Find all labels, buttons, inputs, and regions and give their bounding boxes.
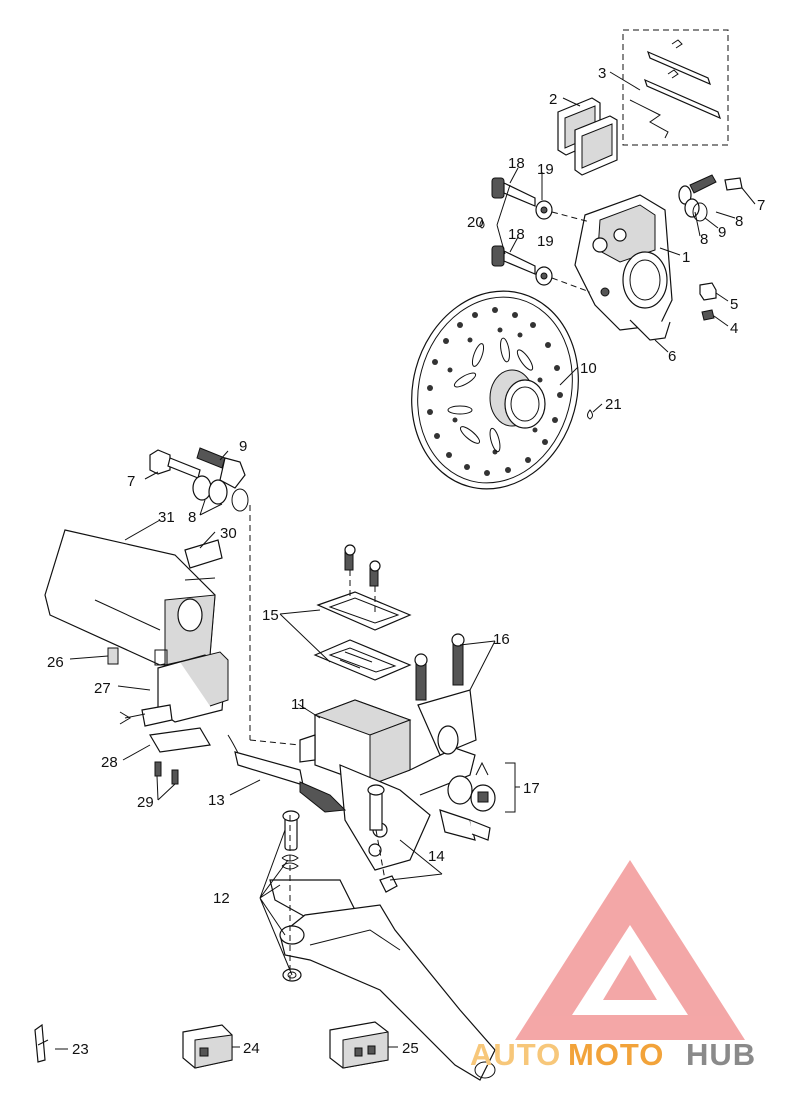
watermark-word-hub: HUB	[686, 1037, 756, 1072]
callout-8c: 8	[700, 231, 708, 248]
brake-caliper	[574, 194, 673, 341]
callout-2: 2	[549, 91, 557, 108]
leader-lines	[55, 71, 756, 1050]
callout-9b: 9	[718, 224, 726, 241]
callout-24: 24	[243, 1040, 260, 1057]
callout-7b: 7	[757, 197, 765, 214]
brake-disc	[411, 290, 579, 490]
callout-9a: 9	[239, 438, 247, 455]
callout-27: 27	[94, 680, 111, 697]
watermark-word-moto: MOTO	[568, 1037, 664, 1072]
callout-1: 1	[682, 249, 690, 266]
callout-20: 20	[467, 214, 484, 231]
callout-29: 29	[137, 794, 154, 811]
callout-19a: 19	[537, 161, 554, 178]
connector-housing-large	[329, 1021, 389, 1069]
callout-6: 6	[668, 348, 676, 365]
callout-31: 31	[158, 509, 175, 526]
brake-pads	[557, 97, 618, 176]
callout-8b: 8	[735, 213, 743, 230]
callout-11: 11	[291, 696, 307, 713]
callout-10: 10	[580, 360, 597, 377]
banjo-fitting-lower	[149, 447, 301, 746]
callout-3: 3	[598, 65, 606, 82]
caliper-bolts	[491, 177, 591, 293]
callout-13: 13	[208, 792, 225, 809]
callout-4: 4	[730, 320, 738, 337]
callout-labels: 3 2 18 19 20 18 19 1 5 4 6 7 8 9 8 10 21…	[47, 65, 765, 1058]
watermark-logo	[515, 860, 745, 1040]
brake-lever	[269, 810, 496, 1081]
grease-drop-icon-2	[587, 409, 593, 420]
brake-switch	[107, 647, 229, 785]
callout-18b: 18	[508, 226, 525, 243]
callout-19b: 19	[537, 233, 554, 250]
connector-housing-small	[182, 1024, 233, 1069]
callout-18a: 18	[508, 155, 525, 172]
callout-30: 30	[220, 525, 237, 542]
callout-15: 15	[262, 607, 279, 624]
callout-17: 17	[523, 780, 540, 797]
callout-7a: 7	[127, 473, 135, 490]
bleeder-screw	[699, 282, 717, 321]
banjo-fitting-upper	[678, 174, 743, 222]
connector-clip	[34, 1023, 49, 1063]
callout-16: 16	[493, 631, 510, 648]
watermark-word-auto: AUTO	[470, 1037, 561, 1072]
callout-28: 28	[101, 754, 118, 771]
watermark-text: AUTO MOTO HUB	[470, 1037, 756, 1072]
callout-12: 12	[213, 890, 230, 907]
callout-5: 5	[730, 296, 738, 313]
callout-8a: 8	[188, 509, 196, 526]
callout-14: 14	[428, 848, 445, 865]
callout-25: 25	[402, 1040, 419, 1057]
pin-kit-box	[622, 29, 729, 146]
callout-26: 26	[47, 654, 64, 671]
master-cylinder-cover	[44, 529, 216, 666]
label-sticker	[184, 539, 223, 569]
callout-23: 23	[72, 1041, 89, 1058]
grease-drop-icon	[479, 219, 485, 229]
master-cylinder	[227, 544, 496, 893]
callout-21: 21	[605, 396, 622, 413]
